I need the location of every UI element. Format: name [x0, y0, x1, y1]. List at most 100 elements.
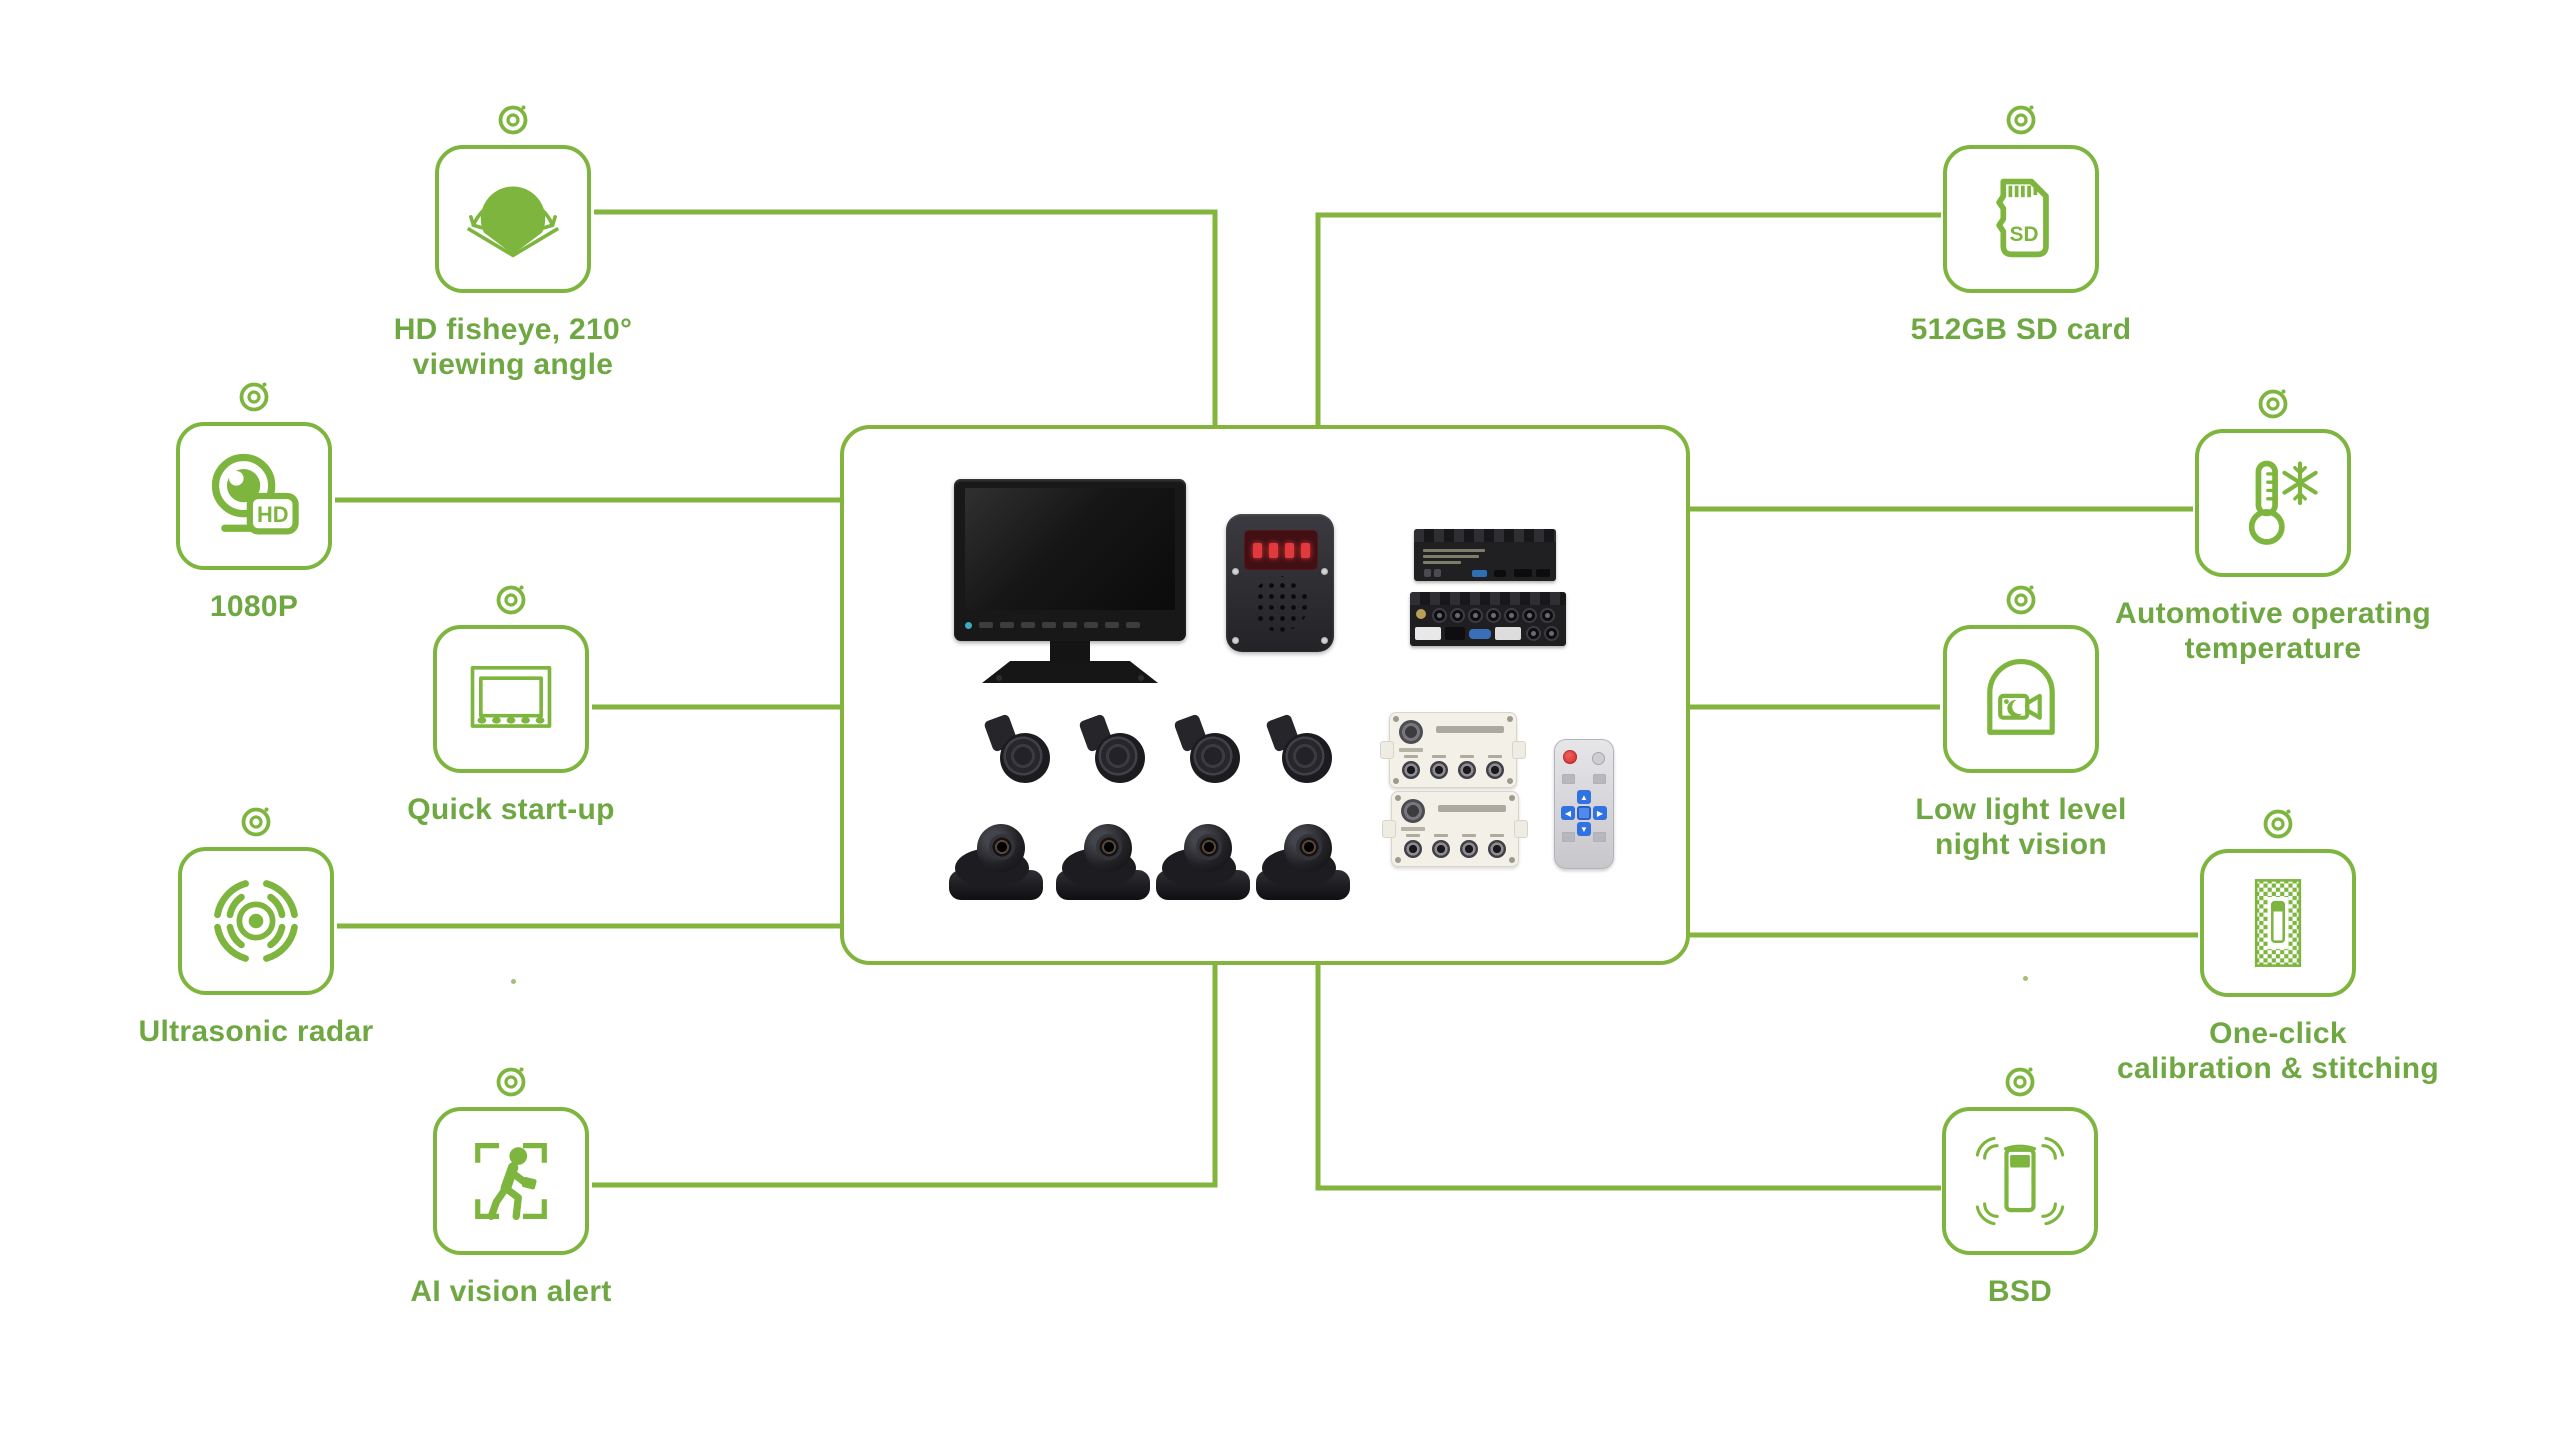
- sd-card-icon: SD: [1996, 178, 2049, 258]
- lens-ring-icon: [239, 382, 269, 412]
- blind-spot-truck-icon: [1975, 1136, 2065, 1226]
- speck-dot: [511, 979, 516, 984]
- antenna-port: [1416, 609, 1426, 619]
- ultrasonic-sensor-product: [983, 713, 1052, 787]
- calibration-mat-icon: [2254, 879, 2302, 967]
- label-line: night vision: [1935, 828, 2107, 861]
- remote-control-product: ▲ ◀ ▶ ▼: [1554, 739, 1614, 869]
- feature-calibration: One-click calibration & stitching: [2068, 806, 2488, 1086]
- box-label-text-blur: [1436, 726, 1504, 733]
- side-camera-product: [949, 822, 1045, 902]
- ultrasonic-sensor-product: [1173, 713, 1242, 787]
- feature-label: AI vision alert: [410, 1274, 611, 1309]
- feature-night-vision: Low light level night vision: [1811, 582, 2231, 862]
- fisheye-icon-box: [435, 145, 591, 293]
- remote-left-key: ◀: [1561, 806, 1575, 820]
- feature-label: One-click calibration & stitching: [2117, 1016, 2439, 1086]
- remote-down-key: ▼: [1577, 822, 1591, 836]
- remote-menu-button: [1592, 752, 1605, 765]
- dvr-box-front: [1414, 529, 1556, 581]
- remote-up-key: ▲: [1577, 790, 1591, 804]
- ultrasonic-sensor-product: [1265, 713, 1334, 787]
- main-connector: [1399, 720, 1423, 744]
- ai-vision-icon-box: [433, 1107, 589, 1255]
- feature-label: Quick start-up: [407, 792, 615, 827]
- feature-operating-temperature: Automotive operating temperature: [2063, 386, 2483, 666]
- hd-badge-text: HD: [257, 502, 289, 527]
- lens-ring-icon: [2006, 105, 2036, 135]
- lens-ring-icon: [2006, 585, 2036, 615]
- wire-bsd: [1315, 963, 1941, 1191]
- label-line: 1080P: [209, 590, 299, 623]
- side-camera-product: [1256, 822, 1352, 902]
- ultrasonic-sensor-product: [1078, 713, 1147, 787]
- ultrasonic-waves-icon: [214, 880, 298, 962]
- feature-label: HD fisheye, 210° viewing angle: [394, 312, 633, 382]
- bsd-icon-box: [1942, 1107, 2098, 1255]
- power-connector: [1415, 627, 1441, 640]
- feature-bsd: BSD: [1810, 1064, 2230, 1309]
- monitor-stand-base: [982, 661, 1158, 683]
- calibration-icon-box: [2200, 849, 2356, 997]
- monitor-buttons: [965, 617, 1175, 633]
- label-line: calibration & stitching: [2117, 1052, 2439, 1085]
- feature-label: 512GB SD card: [1911, 312, 2132, 347]
- label-line: One-click: [2209, 1017, 2347, 1050]
- side-camera-product: [1156, 822, 1252, 902]
- monitor-screen: [965, 488, 1175, 610]
- night-vision-icon-box: [1943, 625, 2099, 773]
- monitor-power-led: [965, 621, 972, 629]
- label-line: BSD: [1987, 1275, 2053, 1308]
- feature-label: Low light level night vision: [1915, 792, 2126, 862]
- feature-label: BSD: [1988, 1274, 2052, 1309]
- label-line: temperature: [2184, 632, 2362, 665]
- label-line: Ultrasonic radar: [138, 1015, 374, 1048]
- feature-label: Automotive operating temperature: [2115, 596, 2431, 666]
- feature-ai-vision-alert: AI vision alert: [301, 1064, 721, 1309]
- remote-right-key: ▶: [1593, 806, 1607, 820]
- product-kit-panel: ▲ ◀ ▶ ▼: [840, 425, 1690, 965]
- radar-control-box-product: [1382, 791, 1528, 867]
- remote-power-button: [1563, 750, 1577, 764]
- vga-port: [1469, 629, 1491, 639]
- main-connector: [1401, 799, 1425, 823]
- 1080p-icon-box: HD: [176, 422, 332, 570]
- lens-ring-icon: [2263, 809, 2293, 839]
- feature-label: Ultrasonic radar: [139, 1014, 374, 1049]
- label-line: 512GB SD card: [1910, 313, 2132, 346]
- feature-ultrasonic-radar: Ultrasonic radar: [46, 804, 466, 1049]
- feature-1080p: HD 1080P: [44, 379, 464, 624]
- lens-ring-icon: [2005, 1067, 2035, 1097]
- label-line: AI vision alert: [410, 1275, 612, 1308]
- lens-ring-icon: [498, 105, 528, 135]
- speaker-grille: [1252, 576, 1308, 632]
- lens-ring-icon: [2258, 389, 2288, 419]
- speaker-led-display: [1244, 530, 1318, 570]
- label-line: Quick start-up: [407, 793, 615, 826]
- wire-ai-vision: [592, 963, 1218, 1188]
- wire-fisheye: [594, 209, 1218, 427]
- monitor-stand-neck: [1050, 641, 1090, 663]
- feature-label: 1080P: [210, 589, 298, 624]
- thermometer-snowflake-icon: [2248, 460, 2318, 545]
- sd-card-icon-box: SD: [1943, 145, 2099, 293]
- label-line: Low light level: [1915, 793, 2127, 826]
- fisheye-icon: [466, 186, 560, 258]
- side-camera-product: [1056, 822, 1152, 902]
- speck-dot: [2023, 976, 2028, 981]
- label-line: HD fisheye, 210°: [393, 313, 633, 346]
- label-line: Automotive operating: [2114, 597, 2431, 630]
- alarm-speaker-product: [1226, 514, 1334, 652]
- feature-quick-startup: Quick start-up: [301, 582, 721, 827]
- monitor-product: [954, 479, 1189, 684]
- lens-ring-icon: [241, 807, 271, 837]
- radar-control-box-product: [1380, 712, 1526, 788]
- monitor-screen-icon: [470, 665, 552, 728]
- wire-sd-card: [1315, 212, 1941, 427]
- pedestrian-detection-icon: [475, 1143, 547, 1220]
- night-vision-camera-icon: [1987, 658, 2055, 735]
- quick-startup-icon-box: [433, 625, 589, 773]
- hd-camera-icon: HD: [211, 453, 299, 535]
